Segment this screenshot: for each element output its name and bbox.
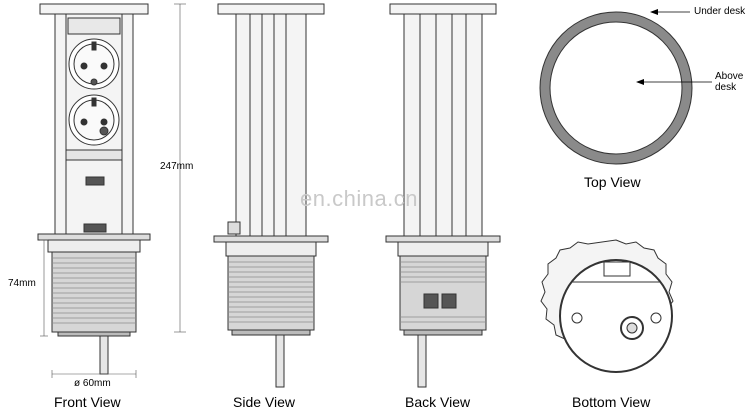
- height-dimension-label: 247mm: [160, 161, 194, 172]
- bottom-inner-body: [559, 259, 673, 373]
- top-view-label: Top View: [584, 174, 641, 190]
- back-usb-port-1: [423, 293, 439, 309]
- back-view-drawing: [385, 3, 501, 388]
- bottom-view-drawing: [540, 239, 674, 373]
- above-desk-label: Above desk: [715, 71, 744, 93]
- watermark: en.china.cn: [300, 186, 419, 211]
- side-view-label: Side View: [233, 394, 296, 410]
- front-view-drawing: [37, 3, 151, 375]
- front-top-panel: [67, 17, 121, 35]
- front-view-label: Front View: [54, 394, 121, 410]
- base-height-dimension-label: 74mm: [8, 278, 36, 289]
- front-dimension-lines: [40, 3, 186, 378]
- front-cable: [99, 335, 109, 375]
- side-view-drawing: [213, 3, 329, 388]
- front-top-cap: [39, 3, 149, 15]
- front-usb-port: [85, 176, 105, 186]
- front-flange: [37, 233, 151, 241]
- back-usb-port-2: [441, 293, 457, 309]
- under-desk-label: Under desk: [694, 6, 746, 17]
- back-view-label: Back View: [405, 394, 471, 410]
- top-view-drawing: [539, 9, 712, 165]
- top-inner-surface: [549, 21, 683, 155]
- front-thread-body: [51, 251, 137, 333]
- diameter-dimension-label: ø 60mm: [74, 378, 111, 389]
- bottom-view-label: Bottom View: [572, 394, 651, 410]
- bottom-port: [603, 261, 631, 277]
